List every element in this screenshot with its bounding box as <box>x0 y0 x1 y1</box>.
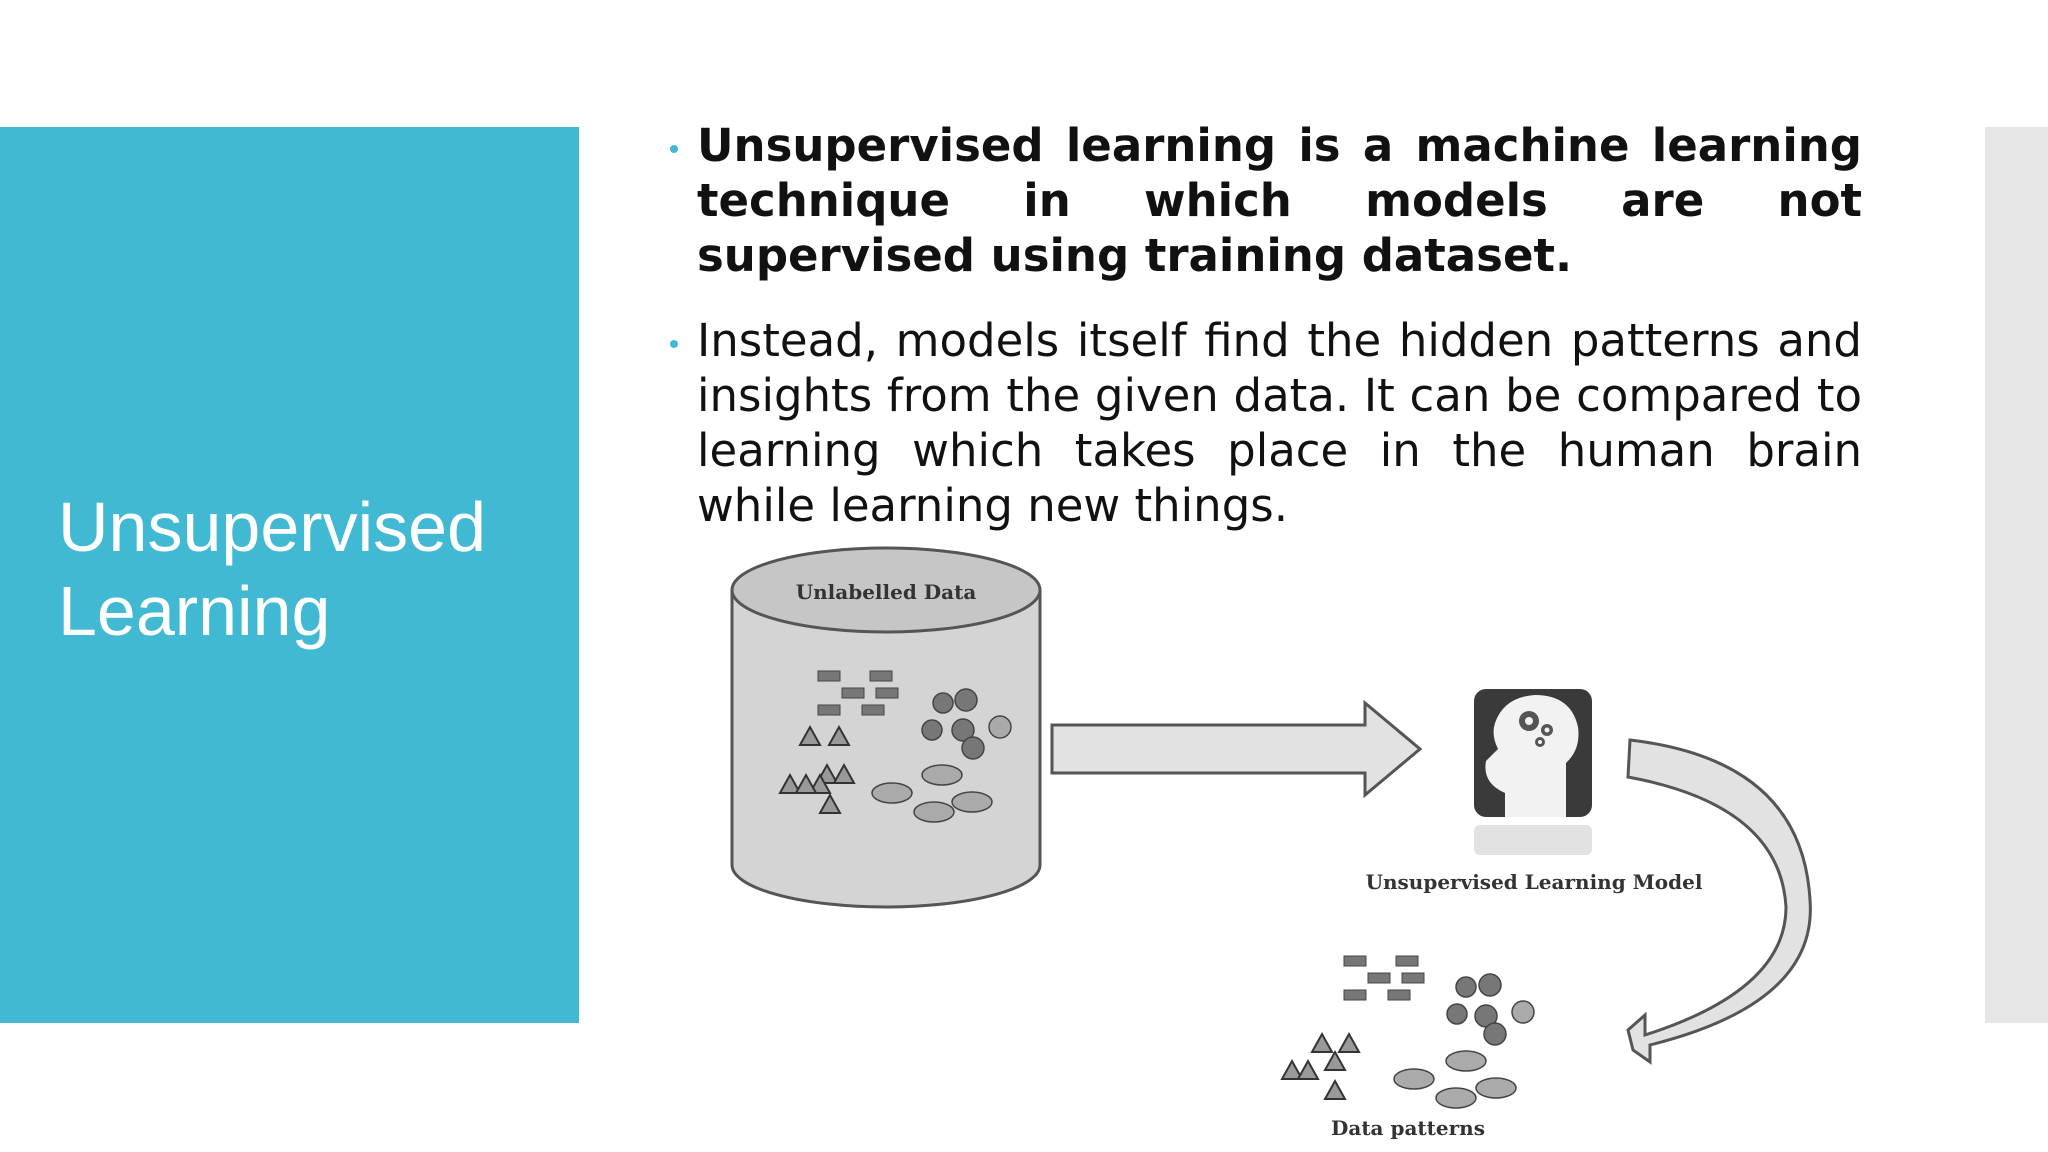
data-patterns-label: Data patterns <box>1331 1116 1485 1140</box>
bullet-text-1: Unsupervised learning is a machine learn… <box>697 119 1862 282</box>
bullet-item-2: Instead, models itself find the hidden p… <box>662 313 1862 533</box>
bullet-item-1: Unsupervised learning is a machine learn… <box>662 118 1862 283</box>
brain-model-icon <box>1474 689 1592 855</box>
unsupervised-learning-diagram: Unlabelled Data <box>730 546 1812 1140</box>
bullet-dot-icon <box>670 340 678 348</box>
bullet-text-2: Instead, models itself find the hidden p… <box>697 314 1862 532</box>
title-panel <box>0 127 579 1023</box>
data-patterns-shapes <box>1280 955 1535 1109</box>
right-decor-strip <box>1985 127 2048 1023</box>
bullet-list: Unsupervised learning is a machine learn… <box>662 118 1862 563</box>
curved-arrow-icon <box>1626 738 1812 1065</box>
right-arrow-icon <box>1050 699 1423 799</box>
unlabelled-data-cylinder-icon: Unlabelled Data <box>730 546 1042 909</box>
unlabelled-data-label: Unlabelled Data <box>796 580 977 604</box>
unlabelled-data-shapes <box>778 670 1012 823</box>
slide-title: Unsupervised Learning <box>58 488 486 650</box>
model-label: Unsupervised Learning Model <box>1366 870 1703 894</box>
bullet-dot-icon <box>670 145 678 153</box>
